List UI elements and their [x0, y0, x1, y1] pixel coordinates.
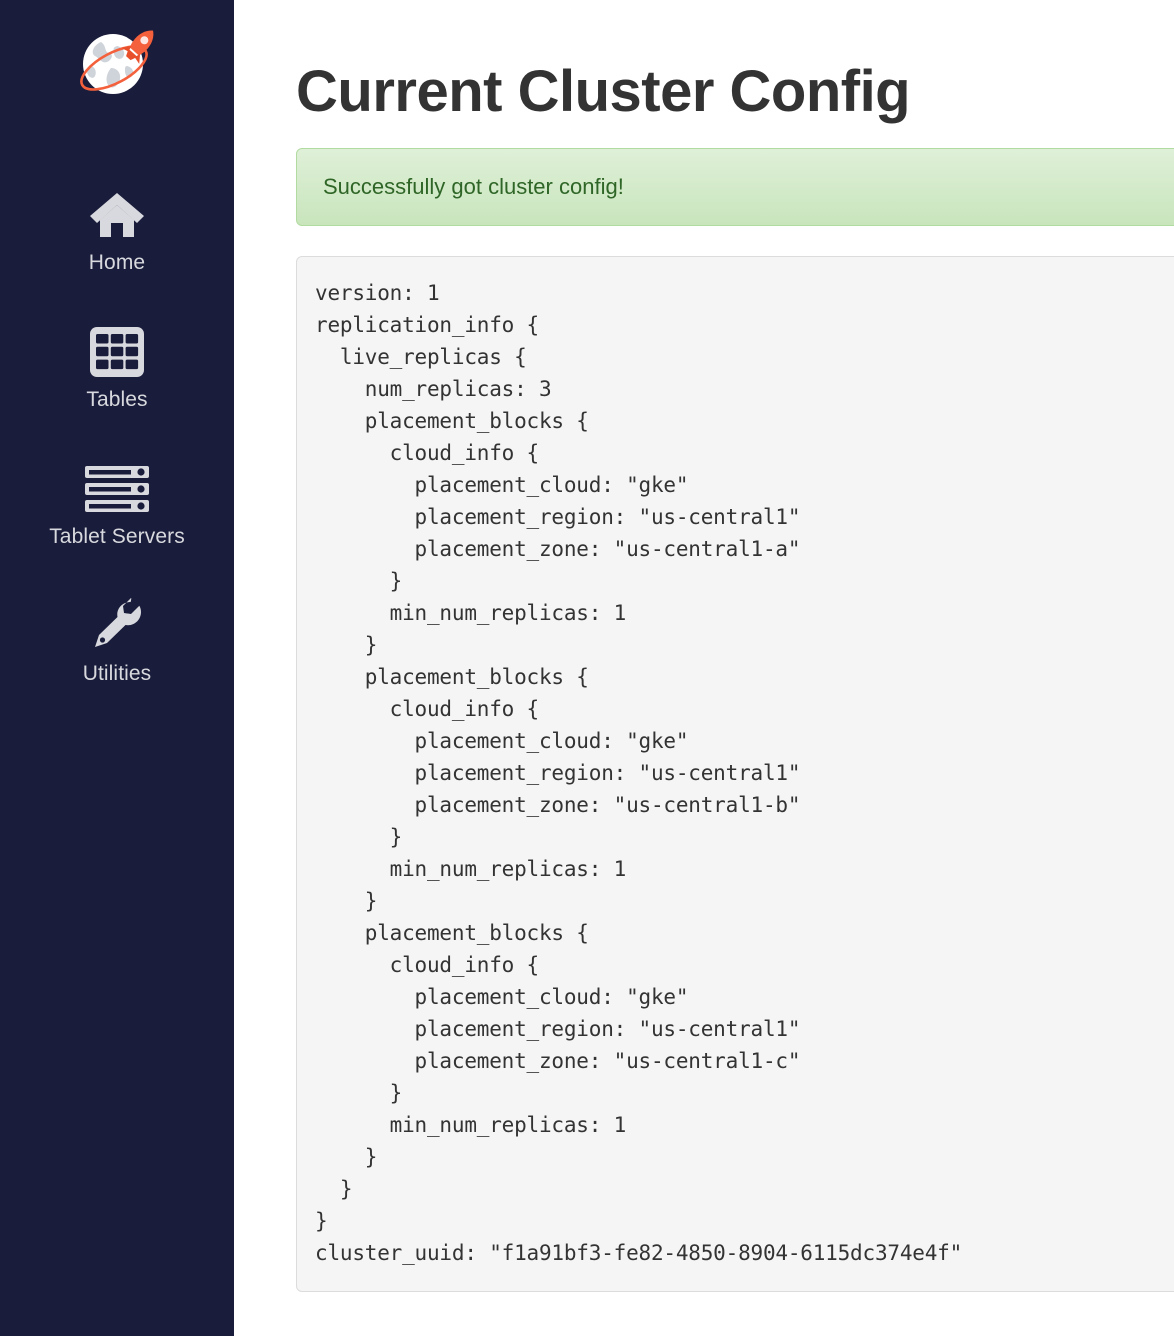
sidebar-item-home[interactable]: Home	[0, 186, 234, 275]
rocket-globe-logo[interactable]	[71, 22, 163, 114]
rocket-globe-logo-svg	[80, 30, 154, 94]
sidebar-item-label-home: Home	[88, 251, 146, 274]
sidebar-item-tablet-servers[interactable]: Tablet Servers	[0, 460, 234, 549]
page-title: Current Cluster Config	[296, 59, 911, 124]
table-grid-icon	[89, 323, 145, 381]
status-banner-message: Successfully got cluster config!	[323, 174, 624, 199]
sidebar: Home	[0, 0, 234, 1336]
home-icon	[88, 186, 146, 244]
wrench-icon	[89, 597, 145, 655]
sidebar-item-label-utilities: Utilities	[82, 662, 152, 685]
server-rack-icon	[84, 460, 150, 518]
sidebar-item-utilities[interactable]: Utilities	[0, 597, 234, 686]
status-banner-success: Successfully got cluster config!	[296, 148, 1174, 226]
sidebar-item-label-tables: Tables	[86, 388, 148, 411]
main-content: Current Cluster Config Successfully got …	[234, 0, 1174, 1336]
sidebar-item-tables[interactable]: Tables	[0, 323, 234, 412]
cluster-config-text: version: 1 replication_info { live_repli…	[315, 281, 963, 1265]
sidebar-item-label-tablet-servers: Tablet Servers	[49, 525, 185, 548]
cluster-config-panel[interactable]: version: 1 replication_info { live_repli…	[296, 256, 1174, 1292]
